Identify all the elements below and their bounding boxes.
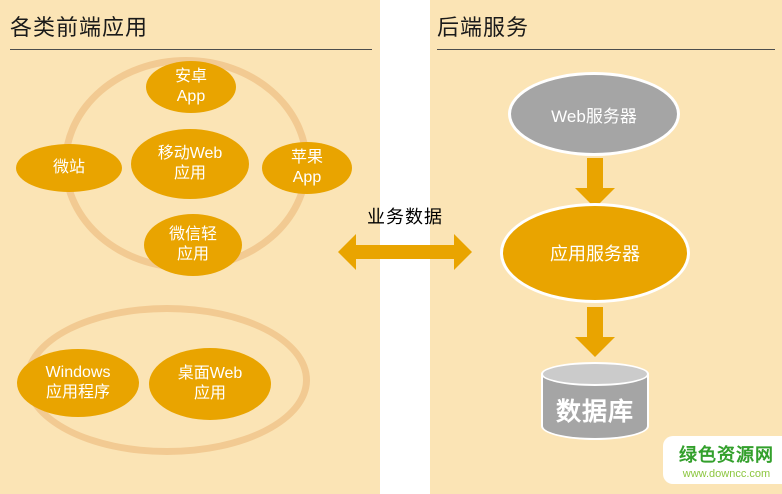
database-label: 数据库 (555, 398, 634, 426)
node-windows-app: Windows 应用程序 (17, 349, 139, 417)
node-web-server: Web服务器 (508, 72, 680, 156)
down-arrow-app-to-db (575, 307, 615, 357)
down-arrow-head-icon (575, 337, 615, 357)
node-wechat-light-app: 微信轻 应用 (144, 214, 242, 276)
watermark: 绿色资源网 www.downcc.com (663, 436, 782, 484)
down-arrow-web-to-app (575, 158, 615, 208)
node-desktop-web-app: 桌面Web 应用 (149, 348, 271, 420)
watermark-site-url: www.downcc.com (682, 468, 771, 480)
node-apple-app: 苹果 App (262, 142, 352, 194)
node-mobile-web-app: 移动Web 应用 (131, 129, 249, 199)
down-arrow-shaft (587, 158, 603, 188)
bidirectional-arrow (338, 234, 472, 270)
arrow-shaft (354, 245, 456, 259)
down-arrow-shaft (587, 307, 603, 337)
watermark-site-name: 绿色资源网 (679, 445, 774, 465)
frontend-title: 各类前端应用 (10, 10, 372, 50)
backend-title: 后端服务 (437, 10, 775, 50)
arrow-right-head-icon (454, 234, 472, 270)
database-cylinder-top (541, 362, 649, 386)
node-app-server: 应用服务器 (500, 203, 690, 303)
business-data-label: 业务数据 (367, 207, 443, 227)
node-micro-site: 微站 (16, 144, 122, 192)
node-database: 数据库 (541, 362, 649, 440)
arrow-left-head-icon (338, 234, 356, 270)
node-android-app: 安卓 App (146, 61, 236, 113)
